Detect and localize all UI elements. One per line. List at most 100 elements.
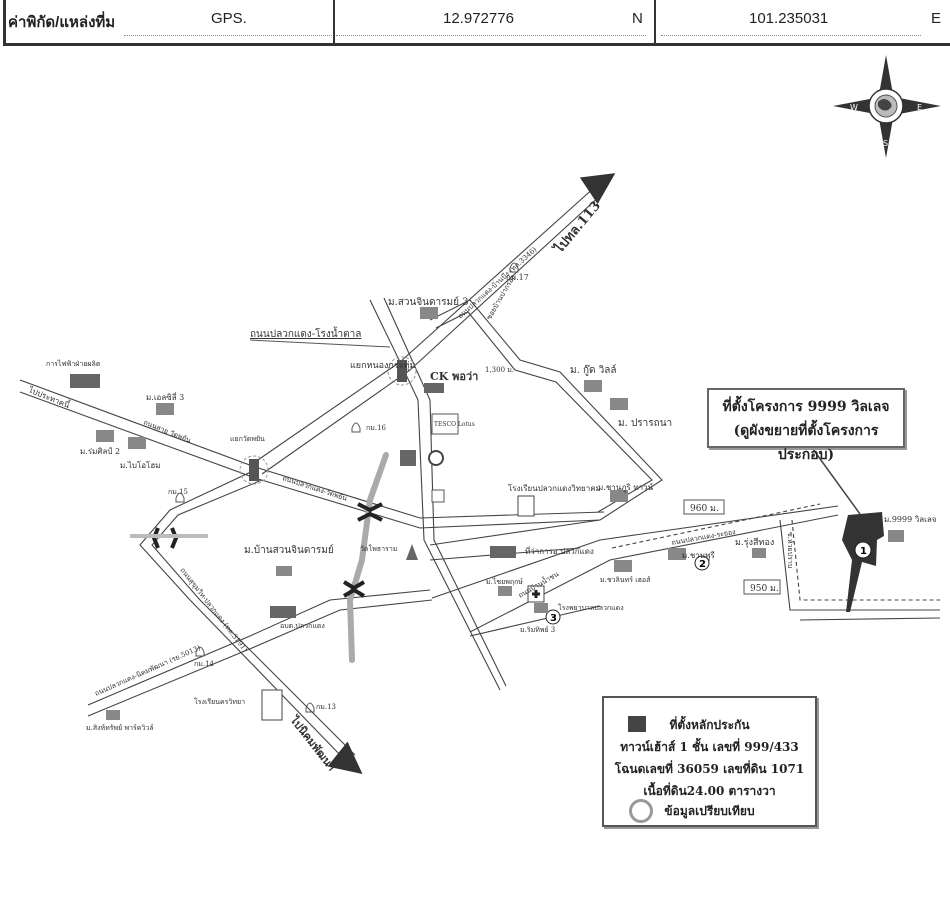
school-icon bbox=[261, 689, 283, 721]
traffic-light-icon bbox=[239, 356, 417, 485]
label-km16: กม.16 bbox=[366, 424, 387, 432]
gps-source-underline bbox=[124, 35, 334, 36]
distance-box-950 bbox=[743, 579, 781, 595]
compass-w: W bbox=[850, 103, 858, 112]
legend-property-type: ทาวน์เฮ้าส์ 1 ชั้น เลขที่ 999/433 bbox=[620, 740, 799, 754]
label-km15: กม.15 bbox=[168, 488, 188, 496]
callout-title: ที่ตั้งโครงการ 9999 วิลเลจ bbox=[722, 399, 890, 415]
gps-lon-direction: E bbox=[931, 10, 942, 27]
ck-building-icon bbox=[424, 383, 444, 393]
label-village-elegance3: ม.เอลซิลี่ 3 bbox=[146, 391, 184, 402]
callout-subtitle: (ดูผังขยายที่ตั้งโครงการประกอบ) bbox=[733, 423, 879, 463]
gps-lat-underline bbox=[336, 35, 646, 36]
label-village-saowalak: ม.ชวลินทร์ เฮอส์ bbox=[600, 576, 651, 584]
gps-row-label: ค่าพิกัด/แหล่งที่ม bbox=[8, 14, 116, 31]
map-legend: ที่ตั้งหลักประกัน ทาวน์เฮ้าส์ 1 ชั้น เลข… bbox=[602, 696, 817, 827]
label-village-rinthip3: ม.ริมทิพย์ 3 bbox=[520, 626, 555, 634]
label-village-chanapa: ม.ชานภูริ ทาวน์ bbox=[598, 482, 654, 493]
marker-1-label: 1 bbox=[860, 546, 867, 557]
legend-comparison: ข้อมูลเปรียบเทียบ bbox=[664, 804, 755, 818]
distance-box-960 bbox=[683, 499, 725, 515]
label-village-9999: ม.9999 วิลเลจ bbox=[884, 515, 937, 524]
label-junction-nongkrathum: แยกหนองกระทุ่ม bbox=[350, 361, 415, 371]
label-ck-pawa: CK พอว่า bbox=[430, 370, 478, 383]
label-road-plk-rayong: ถนนปลวกแดง-ระยอง bbox=[671, 528, 736, 547]
label-school-ranong: โรงเรียนครวิทยา bbox=[194, 697, 245, 706]
label-soi-huaiprap: ซ.ห้วยปราบ bbox=[786, 532, 794, 568]
gps-source: GPS. bbox=[211, 10, 247, 27]
marker-1 bbox=[854, 541, 872, 559]
legend-area: เนื้อที่ดิน24.00 ตารางวา bbox=[643, 784, 776, 798]
office-icon bbox=[270, 606, 296, 618]
label-tesco: TESCO Lotus bbox=[434, 421, 475, 428]
compass-s: S bbox=[883, 139, 888, 148]
label-to-nikom: ไปนิคมพัฒนา bbox=[286, 712, 339, 774]
compass-rose-icon: W E S bbox=[833, 55, 941, 158]
distance-950: 950 ม. bbox=[750, 584, 779, 594]
school-flag-icon bbox=[517, 495, 535, 517]
school-icon-small bbox=[431, 489, 445, 503]
label-road-sukhumvit: ถนนสุขุมวิท-ปลวกแดง (ทล.3191) bbox=[178, 566, 249, 653]
house-icons bbox=[96, 307, 904, 720]
gps-latitude: 12.972776 bbox=[443, 10, 514, 27]
compass-e: E bbox=[917, 103, 922, 112]
road-network bbox=[19, 185, 941, 761]
district-office-icon bbox=[490, 546, 516, 558]
landmark-icons bbox=[70, 374, 545, 721]
marker-2 bbox=[694, 555, 710, 571]
label-km13: กม.13 bbox=[316, 703, 336, 711]
km-marker-icons bbox=[175, 262, 519, 713]
label-village-siamsin: ม.สิงห์ทรัพย์ พาร์ควิวล์ bbox=[86, 724, 154, 732]
label-to-highway: ไปทล.113 bbox=[549, 197, 604, 258]
comparison-circle-icon bbox=[629, 799, 653, 823]
label-village-biohome: ม.ไบโอโฮม bbox=[120, 460, 160, 470]
marker-3-label: 3 bbox=[550, 613, 557, 624]
label-temple: วัดโพธาราม bbox=[360, 544, 397, 553]
label-village-suanjinda: ม.บ้านสวนจินดารมย์ bbox=[244, 544, 334, 556]
label-junction-watpayan: แยกวัดพยัน bbox=[230, 435, 265, 443]
label-office-plk: อบต.ปลวกแดง bbox=[280, 622, 325, 630]
project-site-area bbox=[842, 512, 884, 612]
arrow-to-highway-icon bbox=[579, 173, 616, 205]
label-village-goodwill: ม. กู๊ด วิลล์ bbox=[570, 364, 617, 376]
marker-2-label: 2 bbox=[699, 559, 706, 570]
label-distance-1300: 1,300 ม. bbox=[485, 366, 514, 374]
label-factory: การไฟฟ้าฝ่ายผลิต bbox=[46, 359, 101, 368]
label-village-chaiyaphruek: ม.ไชยพฤกษ์ bbox=[486, 577, 523, 586]
temple-icon bbox=[406, 544, 418, 560]
gps-lat-direction: N bbox=[632, 10, 643, 27]
project-location-callout: ที่ตั้งโครงการ 9999 วิลเลจ (ดูผังขยายที่… bbox=[707, 388, 905, 463]
tesco-icon bbox=[431, 413, 459, 435]
distance-960: 960 ม. bbox=[690, 504, 719, 514]
river bbox=[346, 452, 389, 663]
label-school-plk: โรงเรียนปลวกแดงวิทยาคม bbox=[508, 483, 601, 493]
legend-deed: โฉนดเลขที่ 36059 เลขที่ดิน 1071 bbox=[614, 762, 805, 776]
label-road-plk-sugar: ถนนปลวกแดง-โรงน้ำตาล bbox=[250, 326, 361, 340]
label-district-office: ที่ว่าการอ.ปลวกแดง bbox=[525, 545, 594, 556]
road-plk-banbueng bbox=[399, 185, 597, 363]
arrow-to-nikom-icon bbox=[327, 741, 363, 774]
label-km17: กม.17 bbox=[506, 273, 529, 282]
label-road-plk-nikom: ถนนปลวกแดง-นิคมพัฒนา (รย.5013) bbox=[94, 644, 202, 698]
gps-lon-underline bbox=[661, 35, 921, 36]
label-village-suanjinda3: ม.สวนจินดารมย์ 3 bbox=[388, 296, 469, 308]
label-village-rungsitong: ม.รุ่งสีทอง bbox=[735, 537, 774, 548]
label-village-chanapuri: ม.ชานพูรี bbox=[682, 551, 715, 561]
collateral-swatch-icon bbox=[628, 716, 646, 732]
marker-3 bbox=[545, 609, 561, 625]
label-road-watyan: ถนนสาย วัดพยัน bbox=[142, 418, 192, 444]
legend-collateral: ที่ตั้งหลักประกัน bbox=[669, 718, 750, 732]
label-village-prarthana: ม. ปรารถนา bbox=[618, 418, 672, 429]
column-divider bbox=[333, 0, 335, 43]
label-hospital: โรงพยาบาลปลวกแดง bbox=[558, 603, 624, 612]
label-km14: กม.14 bbox=[194, 660, 215, 668]
gps-coordinates-row: ค่าพิกัด/แหล่งที่ม GPS. 12.972776 N 101.… bbox=[3, 0, 950, 46]
label-village-ruamsin2: ม.ร่มศิลป์ 2 bbox=[80, 446, 120, 456]
gas-station-icon bbox=[400, 450, 416, 466]
callout-pointer bbox=[809, 444, 861, 515]
column-divider bbox=[654, 0, 656, 43]
factory-icon bbox=[70, 374, 100, 388]
gps-longitude: 101.235031 bbox=[749, 10, 829, 27]
star-icon bbox=[428, 450, 444, 466]
